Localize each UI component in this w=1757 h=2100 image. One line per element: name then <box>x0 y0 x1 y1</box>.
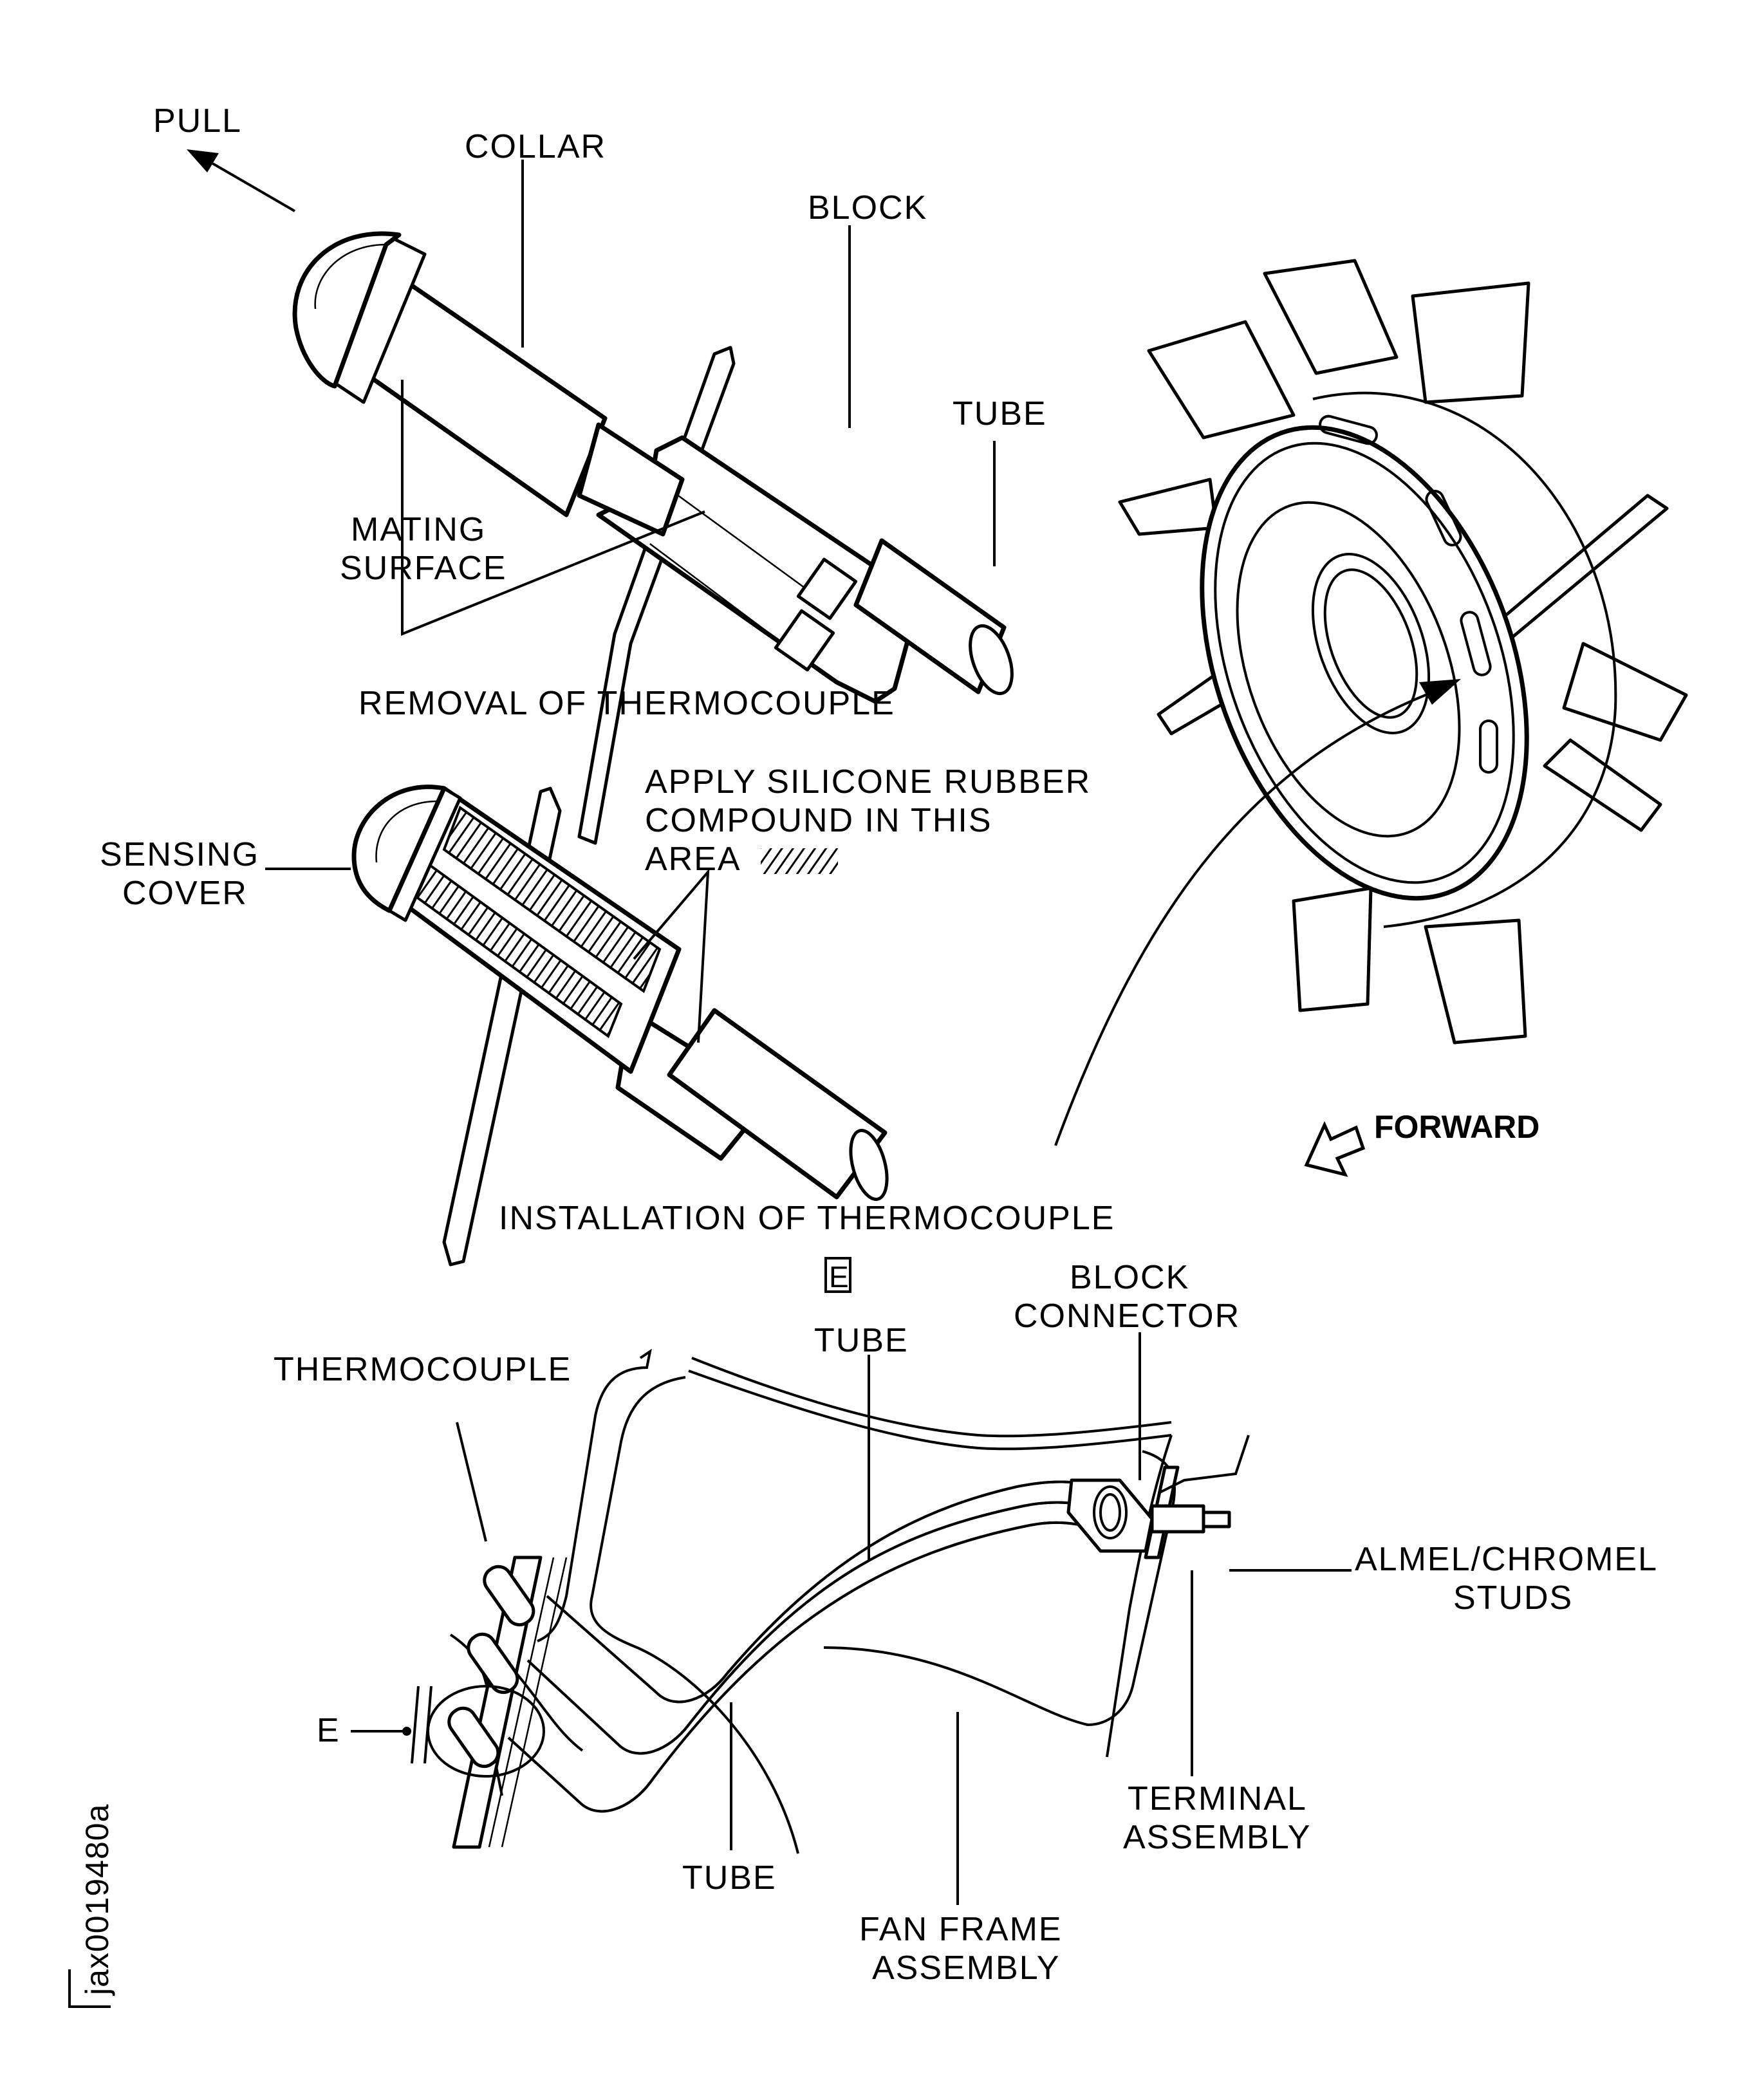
mating-surface-label-line2: SURFACE <box>340 550 507 587</box>
fan-frame-label-line2: ASSEMBLY <box>872 1949 1060 1987</box>
removal-view: PULL COLLAR BLOCK <box>153 102 1047 845</box>
detail-e-label: E <box>317 1712 340 1749</box>
collar <box>292 231 685 537</box>
pull-arrow-icon <box>187 149 296 212</box>
svg-text:E: E <box>829 1260 850 1294</box>
installation-view: SENSING COVER APPLY SILICONE RUBBER COMP… <box>100 763 1115 1294</box>
block-body <box>596 435 916 704</box>
almel-chromel-label-line2: STUDS <box>1453 1579 1573 1617</box>
installation-title: INSTALLATION OF THERMOCOUPLE <box>499 1200 1115 1237</box>
forward-arrow-icon <box>1304 1120 1366 1177</box>
sensing-cover-label-line2: COVER <box>122 875 248 912</box>
fan-frame-label-line1: FAN FRAME <box>859 1911 1063 1948</box>
forward-label: FORWARD <box>1374 1109 1539 1145</box>
tube-bottom-label: TUBE <box>682 1859 777 1897</box>
collar-label: COLLAR <box>465 128 606 165</box>
block-connector-label-line1: BLOCK <box>1070 1259 1189 1296</box>
block-connector-label-line2: CONNECTOR <box>1014 1297 1240 1335</box>
engine-fan-frame-view: FORWARD <box>1054 259 1688 1177</box>
hatch-pattern-swatch <box>761 848 838 874</box>
mating-surface-leader <box>401 380 705 636</box>
detail-e-marker: E <box>824 1257 851 1294</box>
figure-id-label: jax0019480a <box>79 1804 115 1996</box>
tube <box>853 538 1014 696</box>
figure-id: jax0019480a <box>68 1804 115 2008</box>
detail-e-circle <box>427 1685 545 1778</box>
sensing-cover-label-line1: SENSING <box>100 836 259 873</box>
sensing-cover <box>351 785 682 1074</box>
block-label: BLOCK <box>808 189 927 227</box>
thermocouple-probes <box>447 1565 535 1769</box>
pointer-arrowhead-icon <box>1419 679 1461 705</box>
terminal-assembly-label-line2: ASSEMBLY <box>1123 1819 1311 1856</box>
assembly-view: E THERMOCOUPLE TUBE TUBE BLOCK CONNECTOR… <box>274 1259 1658 1987</box>
thermocouple-leader <box>456 1422 487 1542</box>
detail-pointer-line <box>1054 687 1442 1146</box>
bracket-plate <box>577 346 736 845</box>
block-connector <box>1066 1435 1250 1559</box>
apply-compound-label-line2: COMPOUND IN THIS <box>645 802 992 839</box>
apply-compound-label-line1: APPLY SILICONE RUBBER <box>645 763 1091 801</box>
thermocouple-label: THERMOCOUPLE <box>274 1351 572 1388</box>
tube-top-label: TUBE <box>814 1322 909 1359</box>
removal-title: REMOVAL OF THERMOCOUPLE <box>358 685 895 722</box>
almel-chromel-label-line1: ALMEL/CHROMEL <box>1355 1541 1658 1578</box>
mating-surface-label-line1: MATING <box>351 511 486 548</box>
tube-label: TUBE <box>953 395 1047 432</box>
apply-compound-label-line3: AREA <box>645 841 741 878</box>
terminal-assembly-label-line1: TERMINAL <box>1128 1780 1307 1817</box>
tube <box>615 1008 889 1202</box>
apply-compound-leader <box>633 868 710 1043</box>
pull-label: PULL <box>153 102 242 140</box>
